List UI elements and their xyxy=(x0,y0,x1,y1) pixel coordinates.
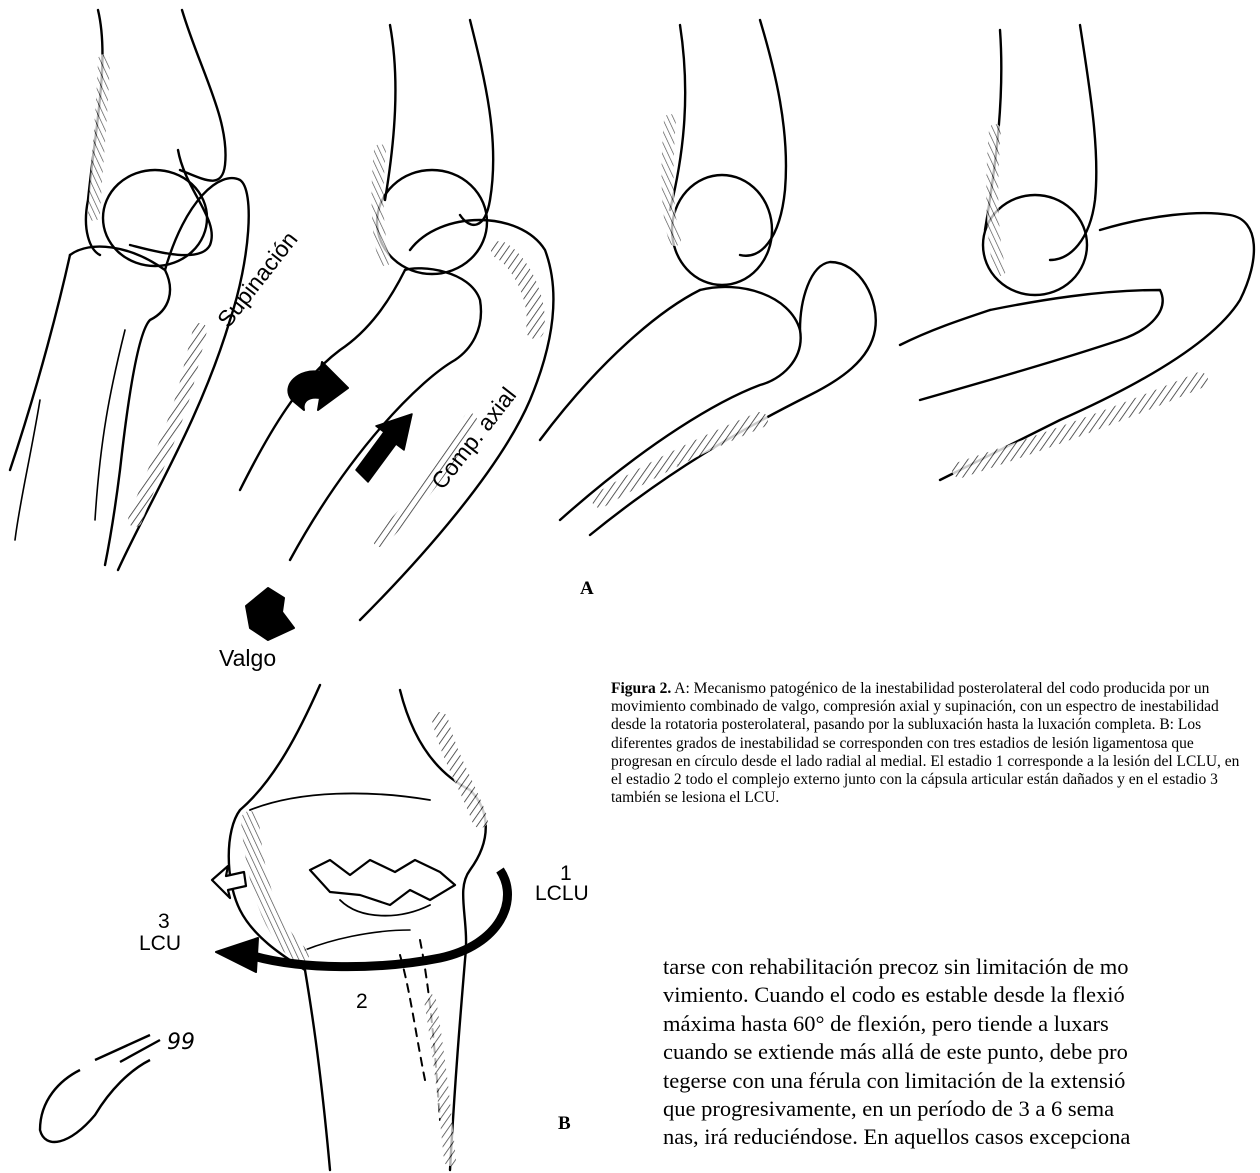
stage-3-ligament-label: LCU xyxy=(139,932,181,956)
signature-year: 99 xyxy=(167,1030,195,1055)
caption-title: Figura 2. xyxy=(611,680,671,697)
body-line: que progresivamente, en un período de 3 … xyxy=(663,1095,1260,1123)
valgus-arrow-icon xyxy=(246,588,294,640)
stage-1-ligament-label: LCLU xyxy=(535,882,589,906)
stage-3-number: 3 xyxy=(158,910,170,934)
signature-scribble xyxy=(40,1035,160,1142)
figure-caption: Figura 2. A: Mecanismo patogénico de la … xyxy=(611,680,1251,807)
elbow-stage-3-drawing xyxy=(540,20,876,535)
stage-2-number: 2 xyxy=(356,990,368,1014)
panel-a-label: A xyxy=(580,578,594,600)
panel-b-label: B xyxy=(558,1113,571,1135)
elbow-stage-4-drawing xyxy=(900,25,1254,480)
body-line: máxima hasta 60° de flexión, pero tiende… xyxy=(663,1010,1260,1038)
caption-text: A: Mecanismo patogénico de la inestabili… xyxy=(611,680,1239,806)
body-line: cuando se extiende más allá de este punt… xyxy=(663,1038,1260,1066)
elbow-stage-1-drawing xyxy=(10,10,249,570)
body-line: vimiento. Cuando el codo es estable desd… xyxy=(663,981,1260,1009)
valgus-label: Valgo xyxy=(219,645,276,672)
body-line: tarse con rehabilitación precoz sin limi… xyxy=(663,953,1260,981)
body-line: tegerse con una férula con limitación de… xyxy=(663,1067,1260,1095)
elbow-ligament-stages-drawing xyxy=(229,685,486,1170)
body-line: nas, irá reduciéndose. En aquellos casos… xyxy=(663,1123,1260,1151)
elbow-stage-2-drawing xyxy=(240,20,553,620)
body-text-column: tarse con rehabilitación precoz sin limi… xyxy=(663,953,1260,1152)
